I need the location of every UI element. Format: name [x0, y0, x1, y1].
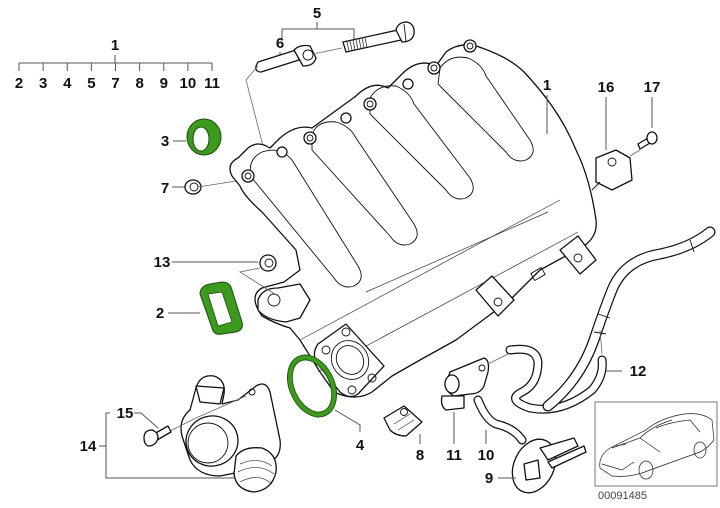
- callout-label-8: 8: [416, 447, 424, 464]
- manifold-bolt-holes: [241, 39, 477, 183]
- callout-label-6: 6: [276, 35, 284, 52]
- clip-nut-part-8: [383, 405, 423, 437]
- intake-manifold-part-1: [229, 39, 597, 398]
- callout-label-17: 17: [644, 79, 661, 96]
- gasket-ring-part-3: [186, 118, 222, 156]
- throttle-body-part-14: [180, 375, 281, 493]
- group-callout-label-4: 4: [63, 75, 72, 92]
- callout-group-5: 5 6: [276, 5, 355, 58]
- diagram-code: 00091485: [598, 490, 647, 502]
- sensor-part-16: [591, 149, 633, 191]
- inset-frame: [594, 401, 718, 487]
- group-callout-label-10: 10: [180, 75, 197, 92]
- callout-label-12: 12: [630, 363, 647, 380]
- hose-part-10: [473, 395, 527, 445]
- callout-label-3: 3: [161, 133, 169, 150]
- screw-part-17: [637, 131, 658, 150]
- group-callout-label-2: 2: [15, 75, 23, 92]
- group-callout-label-7: 7: [111, 75, 119, 92]
- callout-label-1-top: 1: [111, 37, 119, 54]
- group-callout-label-11: 11: [204, 75, 220, 92]
- vehicle-locator-inset: 00091485: [594, 401, 718, 502]
- callout-label-15: 15: [117, 405, 134, 422]
- green-gasket-ring-large: [287, 355, 337, 417]
- callout-label-11: 11: [446, 447, 462, 464]
- bolt-sleeve-part-6: [255, 44, 317, 73]
- group-callout-label-3: 3: [39, 75, 47, 92]
- callout-label-13: 13: [154, 254, 171, 271]
- bolt-part-5: [342, 21, 415, 53]
- callout-label-10: 10: [478, 447, 495, 464]
- group-callout-label-5: 5: [87, 75, 95, 92]
- nut-part-13: [259, 254, 277, 272]
- callout-label-1-main: 1: [543, 77, 551, 94]
- callout-label-14: 14: [80, 438, 97, 455]
- solenoid-valve-part-11: [440, 357, 490, 411]
- callout-label-5: 5: [313, 5, 321, 22]
- group-callout-label-8: 8: [135, 75, 143, 92]
- bolt-part-15: [143, 425, 172, 447]
- gasket-rect-part-2: [199, 281, 243, 335]
- callout-label-4: 4: [356, 437, 365, 454]
- callout-label-7: 7: [161, 180, 169, 197]
- gasket-ring-part-4: [287, 354, 337, 418]
- vacuum-actuator-part-9: [511, 437, 587, 494]
- group-callout-label-9: 9: [160, 75, 168, 92]
- callout-label-16: 16: [598, 79, 615, 96]
- callout-label-9: 9: [485, 470, 493, 487]
- car-sketch-icon: [599, 413, 715, 480]
- vacuum-hose: [505, 344, 607, 414]
- callout-label-2: 2: [156, 305, 164, 322]
